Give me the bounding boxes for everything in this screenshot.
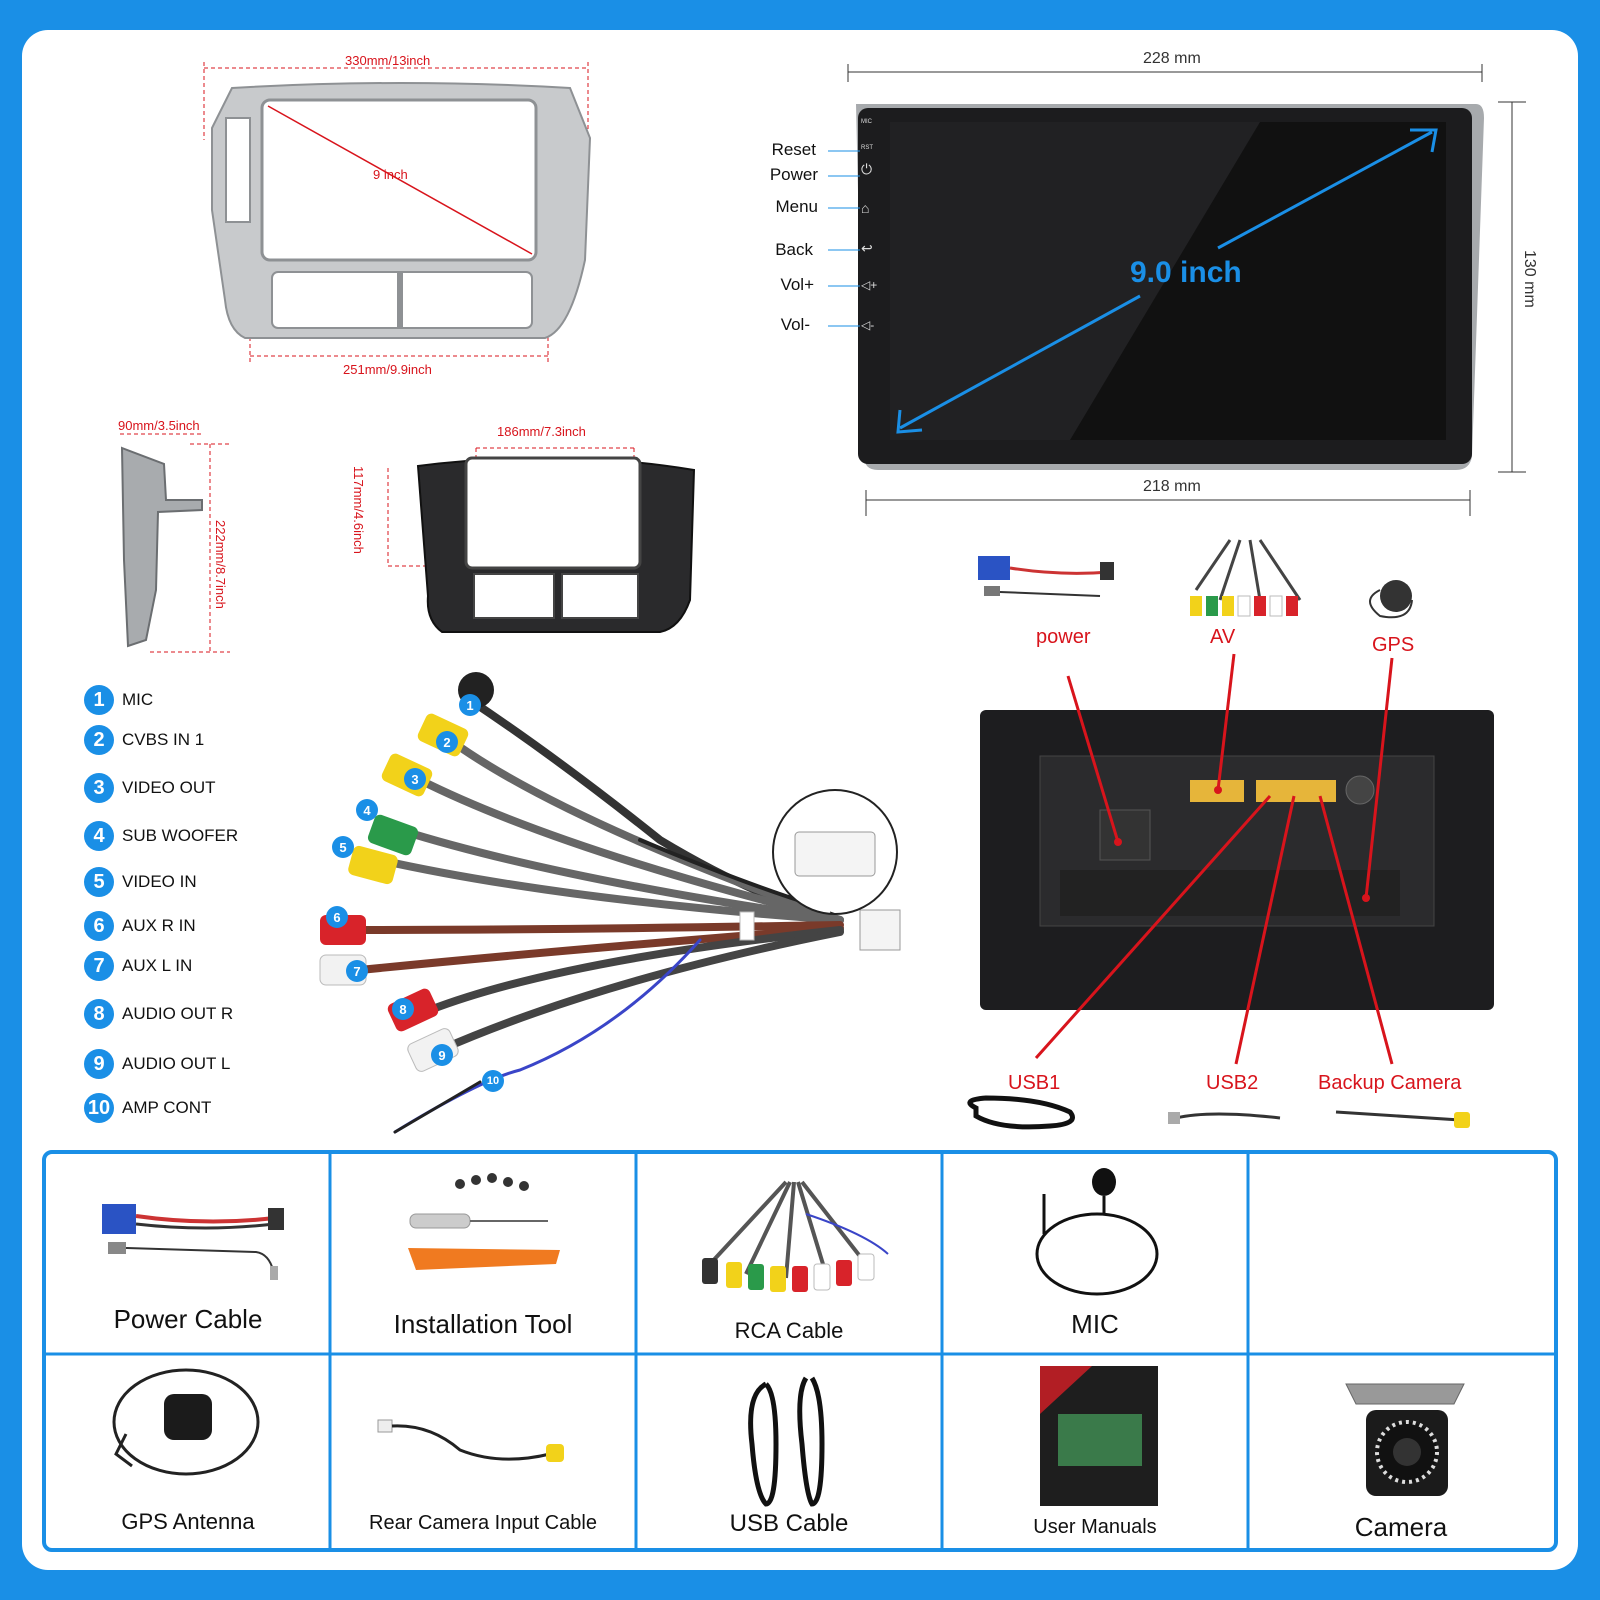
harness-badge-7: 7 [346, 960, 368, 982]
accessory-label: Power Cable [113, 1304, 263, 1334]
harness-badge-10: 10 [482, 1070, 504, 1092]
legend-number: 6 [84, 911, 114, 941]
accessory-power-cable: Power Cable [46, 1154, 330, 1354]
legend-label: CVBS IN 1 [122, 730, 205, 749]
legend-label: AUDIO OUT R [122, 1004, 234, 1023]
screen-diagonal-label: 9.0 inch [1130, 256, 1242, 289]
port-usb2-label: USB2 [1206, 1072, 1259, 1094]
mic-tiny-label: MIC [861, 119, 872, 125]
back-button-label: Back [775, 240, 813, 259]
volume-up-icon: ◁+ [861, 278, 878, 292]
accessory-label: Rear Camera Input Cable [369, 1512, 597, 1534]
legend-label: AUX L IN [122, 956, 193, 975]
frame-bottom-width-label: 251mm/9.9inch [343, 362, 432, 377]
accessory-mic: MIC [942, 1154, 1248, 1354]
accessory-label: Camera [1354, 1512, 1448, 1542]
screen-height: 130 mm [1521, 250, 1538, 308]
home-icon: ⌂ [861, 200, 870, 216]
back-width-label: 186mm/7.3inch [497, 424, 586, 439]
accessory-label: RCA Cable [734, 1318, 844, 1343]
accessory-label: User Manuals [1033, 1516, 1157, 1538]
legend-number: 1 [84, 685, 114, 715]
harness-badge-9: 9 [431, 1044, 453, 1066]
harness-badge-1: 1 [459, 694, 481, 716]
reset-button-label: Reset [771, 140, 816, 159]
accessory-empty-cell [1248, 1154, 1554, 1354]
side-depth-label: 90mm/3.5inch [118, 418, 200, 433]
port-power-label: power [1036, 626, 1091, 648]
legend-item: 8 AUDIO OUT R [84, 998, 233, 1030]
legend-item: 9 AUDIO OUT L [84, 1048, 230, 1080]
legend-number: 10 [84, 1093, 114, 1123]
legend-item: 3 VIDEO OUT [84, 772, 216, 804]
port-usb1-label: USB1 [1008, 1072, 1061, 1094]
accessory-label: Installation Tool [393, 1309, 573, 1339]
port-av-label: AV [1210, 626, 1236, 648]
volume-down-icon: ◁- [861, 318, 875, 332]
accessory-user-manuals: User Manuals [942, 1354, 1248, 1548]
legend-label: VIDEO OUT [122, 778, 216, 797]
accessory-usb-cable: USB Cable [636, 1354, 942, 1548]
screen-bottom-width: 218 mm [1143, 478, 1201, 495]
legend-number: 2 [84, 725, 114, 755]
power-icon: ⏻ [861, 161, 873, 177]
legend-number: 4 [84, 821, 114, 851]
legend-number: 8 [84, 999, 114, 1029]
port-backup-camera-label: Backup Camera [1318, 1072, 1462, 1094]
legend-label: AMP CONT [122, 1098, 212, 1117]
accessory-label: USB Cable [729, 1510, 849, 1537]
accessories-grid: Power Cable Installation Tool RCA Cable [42, 1150, 1558, 1552]
back-icon: ↩ [861, 240, 873, 256]
legend-item: 5 VIDEO IN [84, 866, 197, 898]
legend-label: AUDIO OUT L [122, 1054, 231, 1073]
menu-button-label: Menu [775, 197, 818, 216]
legend-label: SUB WOOFER [122, 826, 239, 845]
accessory-installation-tool: Installation Tool [330, 1154, 636, 1354]
legend-item: 1 MIC [84, 684, 153, 716]
rst-tiny-label: RST [861, 145, 873, 151]
accessory-label: GPS Antenna [121, 1509, 255, 1534]
vol-down-button-label: Vol- [780, 315, 810, 334]
legend-item: 7 AUX L IN [84, 950, 192, 982]
legend-item: 2 CVBS IN 1 [84, 724, 204, 756]
accessory-rear-camera-cable: Rear Camera Input Cable [330, 1354, 636, 1548]
legend-label: VIDEO IN [122, 872, 197, 891]
harness-badge-4: 4 [356, 799, 378, 821]
legend-label: AUX R IN [122, 916, 196, 935]
accessory-label: MIC [1071, 1309, 1119, 1339]
power-button-label: Power [769, 165, 818, 184]
port-gps-label: GPS [1372, 634, 1415, 656]
frame-diagonal-label: 9 inch [373, 167, 408, 182]
screen-top-width: 228 mm [1143, 50, 1201, 67]
back-height-label: 117mm/4.6inch [351, 466, 366, 554]
legend-number: 7 [84, 951, 114, 981]
legend-label: MIC [122, 690, 154, 709]
harness-badge-5: 5 [332, 836, 354, 858]
legend-number: 9 [84, 1049, 114, 1079]
harness-badge-8: 8 [392, 998, 414, 1020]
legend-item: 6 AUX R IN [84, 910, 196, 942]
accessory-camera: Camera [1248, 1354, 1554, 1548]
legend-item: 10 AMP CONT [84, 1092, 211, 1124]
accessory-rca-cable: RCA Cable [636, 1154, 942, 1354]
harness-badge-6: 6 [326, 906, 348, 928]
side-height-label: 222mm/8.7inch [213, 520, 228, 609]
harness-badge-2: 2 [436, 731, 458, 753]
harness-badge-3: 3 [404, 768, 426, 790]
accessory-gps-antenna: GPS Antenna [46, 1354, 330, 1548]
vol-up-button-label: Vol+ [780, 275, 814, 294]
legend-number: 3 [84, 773, 114, 803]
legend-item: 4 SUB WOOFER [84, 820, 238, 852]
legend-number: 5 [84, 867, 114, 897]
frame-width-label: 330mm/13inch [345, 53, 431, 68]
